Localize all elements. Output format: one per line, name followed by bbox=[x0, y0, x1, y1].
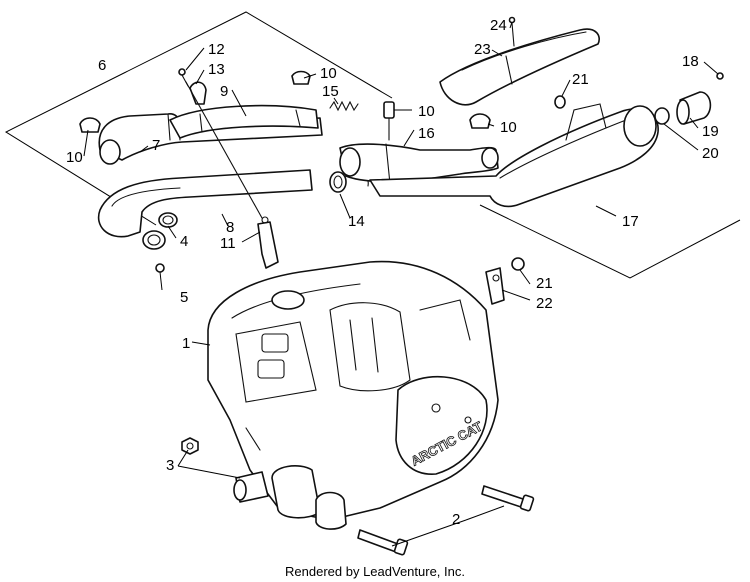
header-pipe-8 bbox=[97, 169, 313, 250]
callout-10-left: 10 bbox=[66, 149, 83, 166]
callout-20: 20 bbox=[702, 145, 719, 162]
callout-9: 9 bbox=[220, 83, 228, 100]
callout-6: 6 bbox=[98, 57, 106, 74]
callout-21-bottom: 21 bbox=[536, 275, 553, 292]
gasket-20 bbox=[654, 107, 670, 125]
hanger-13 bbox=[189, 81, 207, 105]
callout-21-top: 21 bbox=[572, 71, 589, 88]
engine-assembly-1: ARCTIC CAT bbox=[207, 260, 499, 530]
callout-16: 16 bbox=[418, 125, 435, 142]
callout-18: 18 bbox=[682, 53, 699, 70]
gasket-4 bbox=[158, 212, 178, 228]
mid-pipe-16 bbox=[339, 143, 499, 185]
clamp-10-right bbox=[469, 113, 491, 129]
nut-5 bbox=[155, 263, 165, 273]
spark-arrestor-19 bbox=[676, 91, 712, 125]
bracket-11 bbox=[257, 216, 279, 269]
screw-24 bbox=[508, 16, 516, 47]
callout-24: 24 bbox=[490, 17, 507, 34]
callout-12: 12 bbox=[208, 41, 225, 58]
heat-shield-9 bbox=[169, 104, 319, 139]
heat-shield-23 bbox=[439, 28, 600, 106]
bolt-2-a bbox=[481, 485, 535, 512]
callout-13: 13 bbox=[208, 61, 225, 78]
clamp-10-left bbox=[79, 117, 101, 133]
muffler-17 bbox=[369, 103, 659, 208]
callout-5: 5 bbox=[180, 289, 188, 306]
callout-7: 7 bbox=[152, 137, 160, 154]
leader-lines bbox=[83, 21, 719, 547]
grommet-21-top bbox=[554, 95, 566, 109]
bolt-2-b bbox=[357, 529, 409, 556]
spring-15 bbox=[329, 100, 359, 112]
callout-23: 23 bbox=[474, 41, 491, 58]
callout-3: 3 bbox=[166, 457, 174, 474]
callout-1: 1 bbox=[182, 335, 190, 352]
callout-10-mid: 10 bbox=[418, 103, 435, 120]
clamp-10-top bbox=[291, 70, 311, 85]
screw-18 bbox=[716, 72, 724, 80]
sensor-10-mid bbox=[383, 101, 395, 141]
group-bracket-17 bbox=[479, 204, 741, 279]
callout-22: 22 bbox=[536, 295, 553, 312]
callout-11: 11 bbox=[220, 235, 236, 252]
footer-credit: Rendered by LeadVenture, Inc. bbox=[285, 564, 465, 579]
callout-labels: 1 2 3 4 5 6 7 8 9 10 10 10 10 11 12 13 1… bbox=[66, 17, 719, 528]
nut-3 bbox=[181, 437, 199, 455]
rod-hardware bbox=[185, 81, 263, 219]
callout-14: 14 bbox=[348, 213, 365, 230]
callout-17: 17 bbox=[622, 213, 639, 230]
grommet-21-bottom bbox=[511, 257, 525, 271]
callout-2: 2 bbox=[452, 511, 460, 528]
bracket-22 bbox=[485, 267, 505, 305]
callout-15: 15 bbox=[322, 83, 339, 100]
callout-8: 8 bbox=[226, 219, 234, 236]
callout-10-top: 10 bbox=[320, 65, 337, 82]
callout-19: 19 bbox=[702, 123, 719, 140]
group-bracket-6 bbox=[4, 11, 393, 226]
callout-4: 4 bbox=[180, 233, 188, 250]
callout-10-right: 10 bbox=[500, 119, 517, 136]
